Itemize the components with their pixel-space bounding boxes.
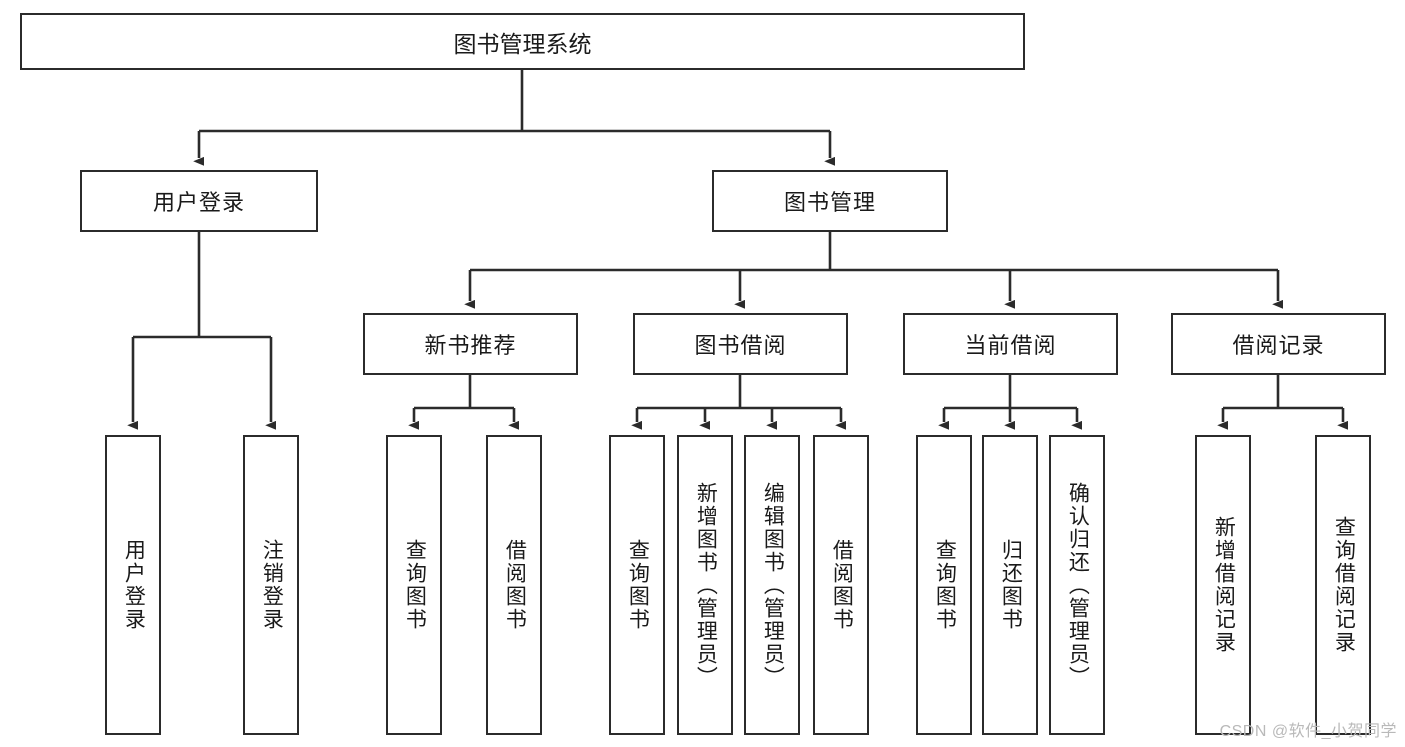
watermark: CSDN @软件_小贺同学 [1219,723,1397,740]
node-current-borrow-label: 当前借阅 [964,333,1057,358]
leaf-query-book-3[interactable]: 查询图书 [916,435,972,735]
node-book-borrow-label: 图书借阅 [694,333,787,358]
node-user-login[interactable]: 用户登录 [80,170,318,232]
node-user-login-label: 用户登录 [152,190,245,215]
node-book-borrow[interactable]: 图书借阅 [633,313,848,375]
node-new-book-recommend-label: 新书推荐 [424,333,517,358]
leaf-add-borrow-record[interactable]: 新增借阅记录 [1195,435,1251,735]
leaf-add-book-label: 新增图书（管理员） [694,481,718,689]
leaf-return-book-label: 归还图书 [999,539,1023,631]
node-borrow-record[interactable]: 借阅记录 [1171,313,1386,375]
leaf-borrow-book-1-label: 借阅图书 [503,539,527,631]
node-book-management-label: 图书管理 [783,190,876,215]
leaf-confirm-return-label: 确认归还（管理员） [1066,481,1090,689]
leaf-user-login[interactable]: 用户登录 [105,435,161,735]
leaf-edit-book[interactable]: 编辑图书（管理员） [744,435,800,735]
leaf-query-borrow-record-label: 查询借阅记录 [1332,516,1356,654]
leaf-add-book[interactable]: 新增图书（管理员） [677,435,733,735]
leaf-logout-label: 注销登录 [260,539,284,631]
node-new-book-recommend[interactable]: 新书推荐 [363,313,578,375]
node-current-borrow[interactable]: 当前借阅 [903,313,1118,375]
leaf-logout[interactable]: 注销登录 [243,435,299,735]
leaf-user-login-label: 用户登录 [122,539,146,631]
leaf-edit-book-label: 编辑图书（管理员） [761,481,785,689]
leaf-query-book-2[interactable]: 查询图书 [609,435,665,735]
node-borrow-record-label: 借阅记录 [1232,333,1325,358]
leaf-query-borrow-record[interactable]: 查询借阅记录 [1315,435,1371,735]
leaf-borrow-book-1[interactable]: 借阅图书 [486,435,542,735]
leaf-return-book[interactable]: 归还图书 [982,435,1038,735]
leaf-query-book-2-label: 查询图书 [626,539,650,631]
leaf-query-book-3-label: 查询图书 [933,539,957,631]
leaf-query-book-1-label: 查询图书 [403,539,427,631]
leaf-query-book-1[interactable]: 查询图书 [386,435,442,735]
node-root[interactable]: 图书管理系统 [20,13,1025,70]
node-root-label: 图书管理系统 [453,30,592,57]
node-book-management[interactable]: 图书管理 [712,170,948,232]
leaf-borrow-book-2[interactable]: 借阅图书 [813,435,869,735]
leaf-confirm-return[interactable]: 确认归还（管理员） [1049,435,1105,735]
leaf-add-borrow-record-label: 新增借阅记录 [1212,516,1236,654]
leaf-borrow-book-2-label: 借阅图书 [830,539,854,631]
